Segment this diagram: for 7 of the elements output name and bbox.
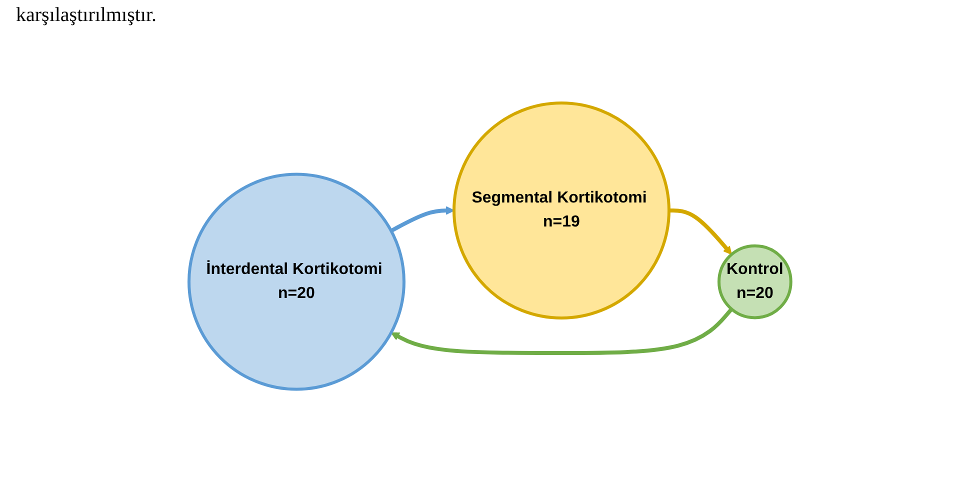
node-circle: Kontrol n=20 (717, 244, 792, 320)
note-text: karşılaştırılmıştır. (16, 4, 158, 27)
arrow (390, 206, 454, 232)
node-circle: Segmental Kortikotomi n=19 (452, 101, 670, 320)
arrow (668, 208, 732, 255)
node-circle: İnterdental Kortikotomi n=20 (187, 172, 406, 391)
arrow (390, 308, 733, 355)
